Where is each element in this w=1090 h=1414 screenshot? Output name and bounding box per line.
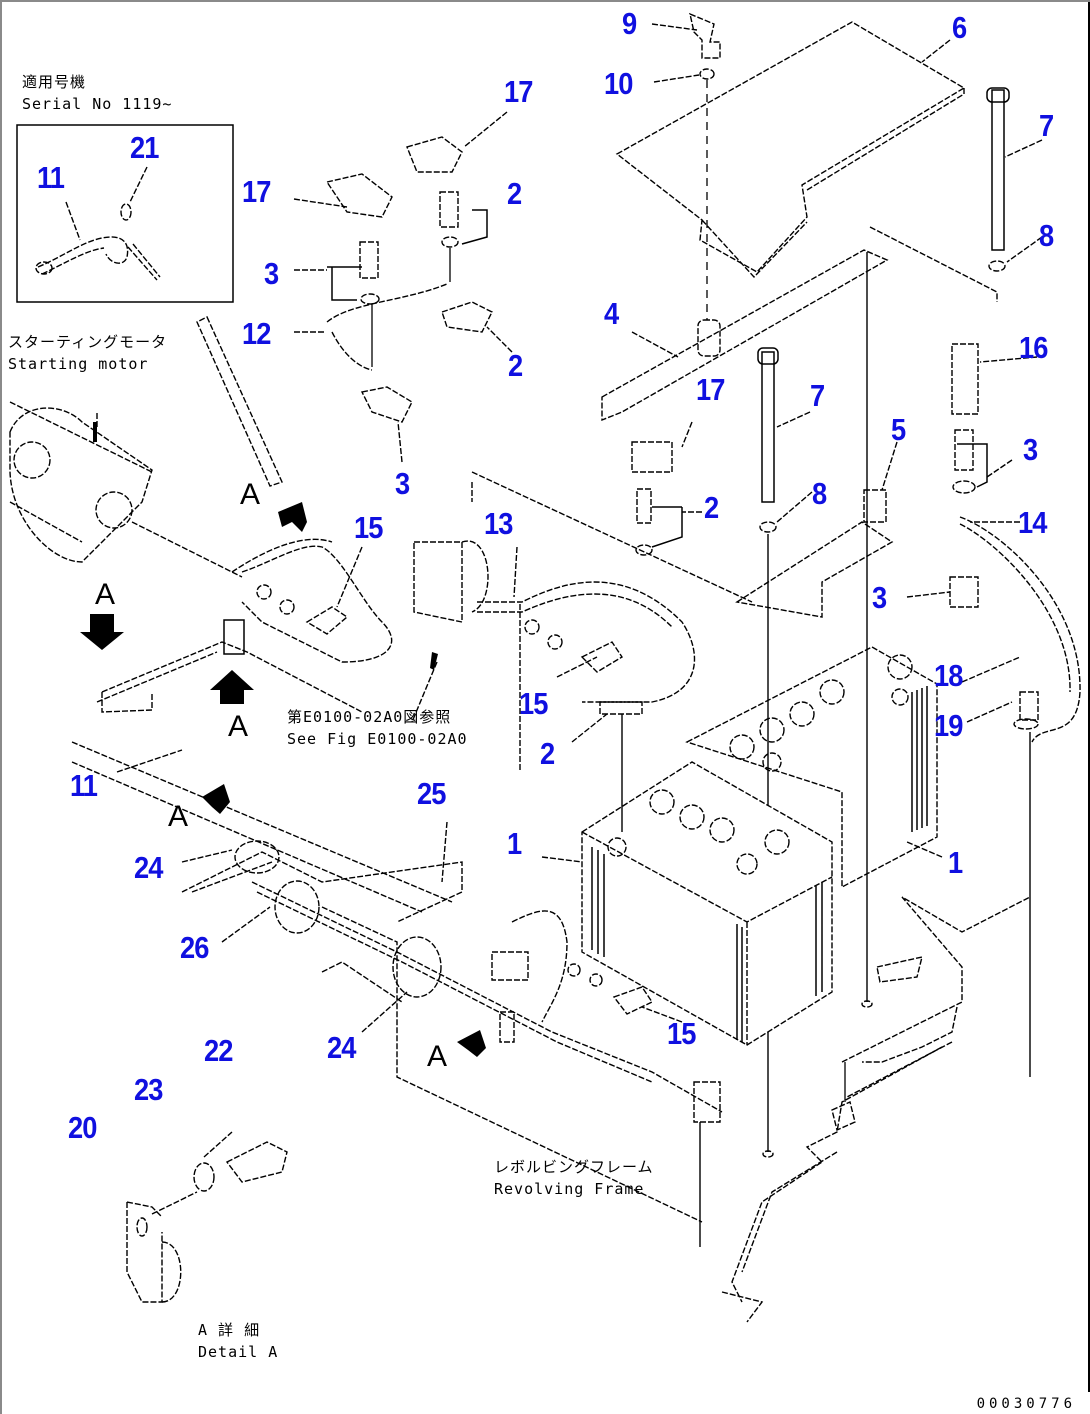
leader-lines (96, 23, 1043, 1033)
callout-19[interactable]: 19 (934, 708, 963, 743)
callout-2[interactable]: 2 (704, 490, 719, 525)
callout-3[interactable]: 3 (872, 580, 887, 615)
callout-4[interactable]: 4 (604, 296, 619, 331)
battery-bracket (601, 249, 889, 422)
callout-11[interactable]: 11 (37, 160, 65, 195)
starting-motor (9, 401, 153, 563)
callout-20[interactable]: 20 (68, 1110, 97, 1145)
callout-7[interactable]: 7 (1039, 108, 1054, 143)
starting-motor-label-jp: スターティングモータ (8, 333, 168, 351)
callout-5[interactable]: 5 (891, 412, 906, 447)
callout-12[interactable]: 12 (242, 316, 271, 351)
callout-2[interactable]: 2 (508, 348, 523, 383)
view-a-letter: A (240, 478, 261, 511)
battery-rear (685, 646, 938, 889)
callout-15[interactable]: 15 (519, 686, 548, 721)
view-arrow-diag-2 (202, 784, 230, 814)
callout-21[interactable]: 21 (130, 130, 159, 165)
callout-10[interactable]: 10 (604, 66, 633, 101)
serial-note-en: Serial No 1119~ (22, 95, 173, 113)
callout-22[interactable]: 22 (204, 1033, 233, 1068)
callout-17[interactable]: 17 (696, 372, 725, 407)
callout-18[interactable]: 18 (934, 658, 963, 693)
callout-1[interactable]: 1 (948, 845, 963, 880)
callout-26[interactable]: 26 (180, 930, 209, 965)
callout-8[interactable]: 8 (1039, 218, 1054, 253)
callout-17[interactable]: 17 (242, 174, 271, 209)
battery-rear-caps (729, 654, 913, 772)
callout-2[interactable]: 2 (507, 176, 522, 211)
view-arrow-diag-1 (278, 502, 307, 532)
callout-1[interactable]: 1 (507, 826, 522, 861)
callout-3[interactable]: 3 (395, 466, 410, 501)
view-a-letter: A (168, 800, 189, 833)
callout-24[interactable]: 24 (327, 1030, 356, 1065)
revolving-frame-label-en: Revolving Frame (494, 1180, 645, 1198)
callout-25[interactable]: 25 (417, 776, 446, 811)
view-arrow-down (80, 614, 124, 650)
view-a-letter: A (228, 710, 249, 743)
see-fig-note-en: See Fig E0100-02A0 (287, 730, 468, 748)
callout-6[interactable]: 6 (952, 10, 967, 45)
callout-3[interactable]: 3 (1023, 432, 1038, 467)
callout-15[interactable]: 15 (354, 510, 383, 545)
detail-a-clamp (126, 1131, 288, 1303)
callout-24[interactable]: 24 (134, 850, 163, 885)
callout-16[interactable]: 16 (1019, 330, 1048, 365)
callout-15[interactable]: 15 (667, 1016, 696, 1051)
inset-detail-box (16, 124, 234, 303)
document-number: 00030776 (976, 1396, 1076, 1412)
callout-7[interactable]: 7 (810, 378, 825, 413)
callout-11[interactable]: 11 (70, 768, 98, 803)
detail-a-label-en: Detail A (198, 1343, 279, 1361)
battery-front (581, 761, 833, 1046)
callout-17[interactable]: 17 (504, 74, 533, 109)
callout-2[interactable]: 2 (540, 736, 555, 771)
callout-3[interactable]: 3 (264, 256, 279, 291)
view-a-letter: A (95, 578, 116, 611)
callout-13[interactable]: 13 (484, 506, 513, 541)
battery-relay (413, 540, 489, 670)
revolving-frame-label-jp: レボルビングフレーム (494, 1158, 654, 1176)
callout-8[interactable]: 8 (812, 476, 827, 511)
view-arrow-up (210, 670, 254, 704)
view-a-letter: A (427, 1040, 448, 1073)
detail-a-label-jp: A 詳 細 (198, 1321, 261, 1339)
callout-23[interactable]: 23 (134, 1072, 163, 1107)
starting-motor-label-en: Starting motor (8, 355, 149, 373)
callout-9[interactable]: 9 (622, 6, 637, 41)
see-fig-note-jp: 第E0100-02A0図参照 (287, 708, 452, 726)
view-arrow-diag-3 (457, 1030, 486, 1057)
inset-cable-clip (35, 166, 161, 281)
battery-cover-plate (615, 21, 966, 273)
callout-14[interactable]: 14 (1018, 505, 1047, 540)
serial-note-jp: 適用号機 (22, 73, 87, 91)
